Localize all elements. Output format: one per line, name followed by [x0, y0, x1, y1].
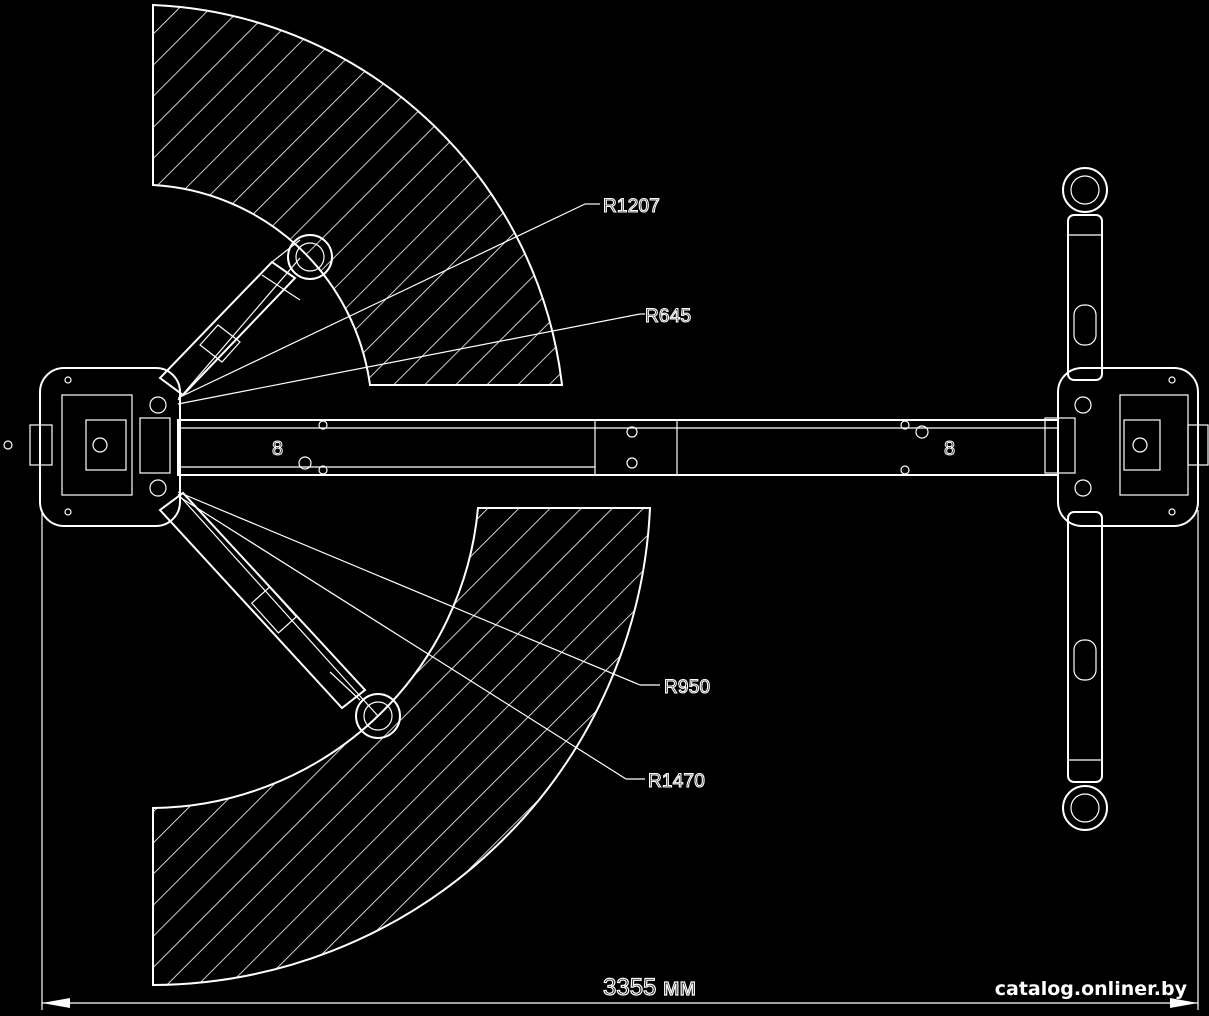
right-upper-lift-arm [1062, 167, 1108, 381]
watermark: catalog.onliner.by [994, 978, 1187, 1000]
radius-label-r1207: R1207 [603, 196, 660, 217]
right-column-base [1044, 367, 1209, 527]
radius-label-r950: R950 [664, 677, 710, 698]
upper-left-lift-arm [158, 234, 333, 397]
svg-text:8: 8 [272, 438, 283, 460]
left-column-base [3, 367, 181, 527]
overall-width-dimension [41, 510, 1199, 1010]
dimension-label: 3355 мм [603, 974, 696, 1001]
right-lower-lift-arm [1062, 511, 1108, 831]
floor-cover-beam: 8 8 [177, 419, 1059, 476]
upper-reach-zone [152, 3, 564, 386]
radius-label-r645: R645 [645, 306, 691, 327]
radius-label-r1470: R1470 [648, 771, 705, 792]
lower-reach-zone [152, 507, 652, 987]
lower-left-lift-arm [158, 491, 401, 739]
svg-text:8: 8 [944, 438, 955, 460]
radius-leaders [177, 203, 660, 780]
